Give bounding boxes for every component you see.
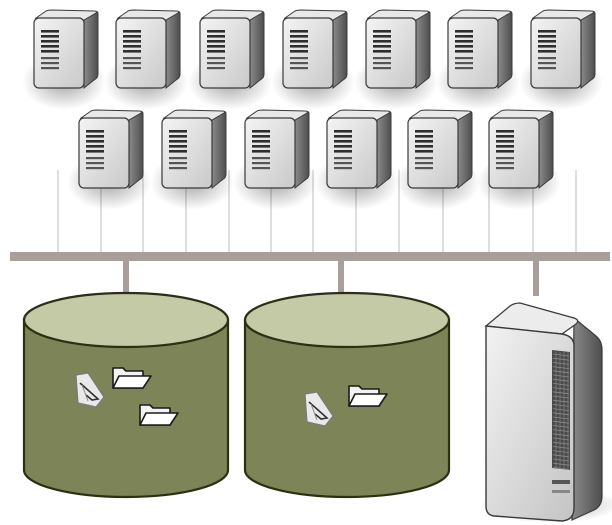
server-vent-slots — [496, 130, 514, 153]
server-vent-slots — [373, 30, 391, 53]
folder-icon — [139, 404, 179, 426]
server-farm — [22, 9, 603, 210]
folder-icon — [348, 385, 388, 407]
shortcut-icon — [75, 372, 105, 408]
disk-top — [22, 291, 230, 349]
disk-top — [243, 291, 451, 349]
server-vent-slots — [290, 30, 308, 53]
server-3 — [188, 9, 272, 110]
rack-storage-server — [480, 302, 612, 523]
volume-1 — [22, 291, 230, 499]
server-vent-slots — [334, 130, 352, 153]
server-7 — [519, 9, 603, 110]
bus-connector — [123, 260, 129, 296]
volume-2 — [243, 291, 451, 499]
bus-connector — [533, 260, 539, 296]
server-13 — [477, 109, 561, 210]
server-vent-slots — [252, 130, 270, 153]
server-6 — [436, 9, 520, 110]
rack-server-icon — [480, 302, 612, 523]
shortcut-icon — [304, 391, 334, 427]
server-vent-slots — [41, 30, 59, 53]
folder-icon — [112, 367, 152, 389]
disk-cylinder-icon — [22, 318, 230, 499]
server-vent-slots — [415, 130, 433, 153]
server-1 — [22, 9, 106, 110]
server-vent-slots — [86, 130, 104, 153]
network-bus — [10, 252, 610, 296]
server-10 — [233, 109, 317, 210]
server-8 — [67, 109, 151, 210]
server-11 — [315, 109, 399, 210]
server-vent-slots — [207, 30, 225, 53]
network-bus-bar — [10, 252, 610, 261]
server-5 — [354, 9, 438, 110]
server-vent-slots — [538, 30, 556, 53]
server-12 — [396, 109, 480, 210]
server-vent-slots — [455, 30, 473, 53]
rack-drive-slot — [552, 480, 570, 484]
server-vent-slots — [123, 30, 141, 53]
storage-volumes — [22, 291, 451, 499]
server-2 — [104, 9, 188, 110]
bus-connector — [338, 260, 344, 296]
server-9 — [150, 109, 234, 210]
disk-cylinder-icon — [243, 318, 451, 499]
rack-grille — [552, 350, 570, 470]
server-vent-slots — [169, 130, 187, 153]
server-4 — [271, 9, 355, 110]
